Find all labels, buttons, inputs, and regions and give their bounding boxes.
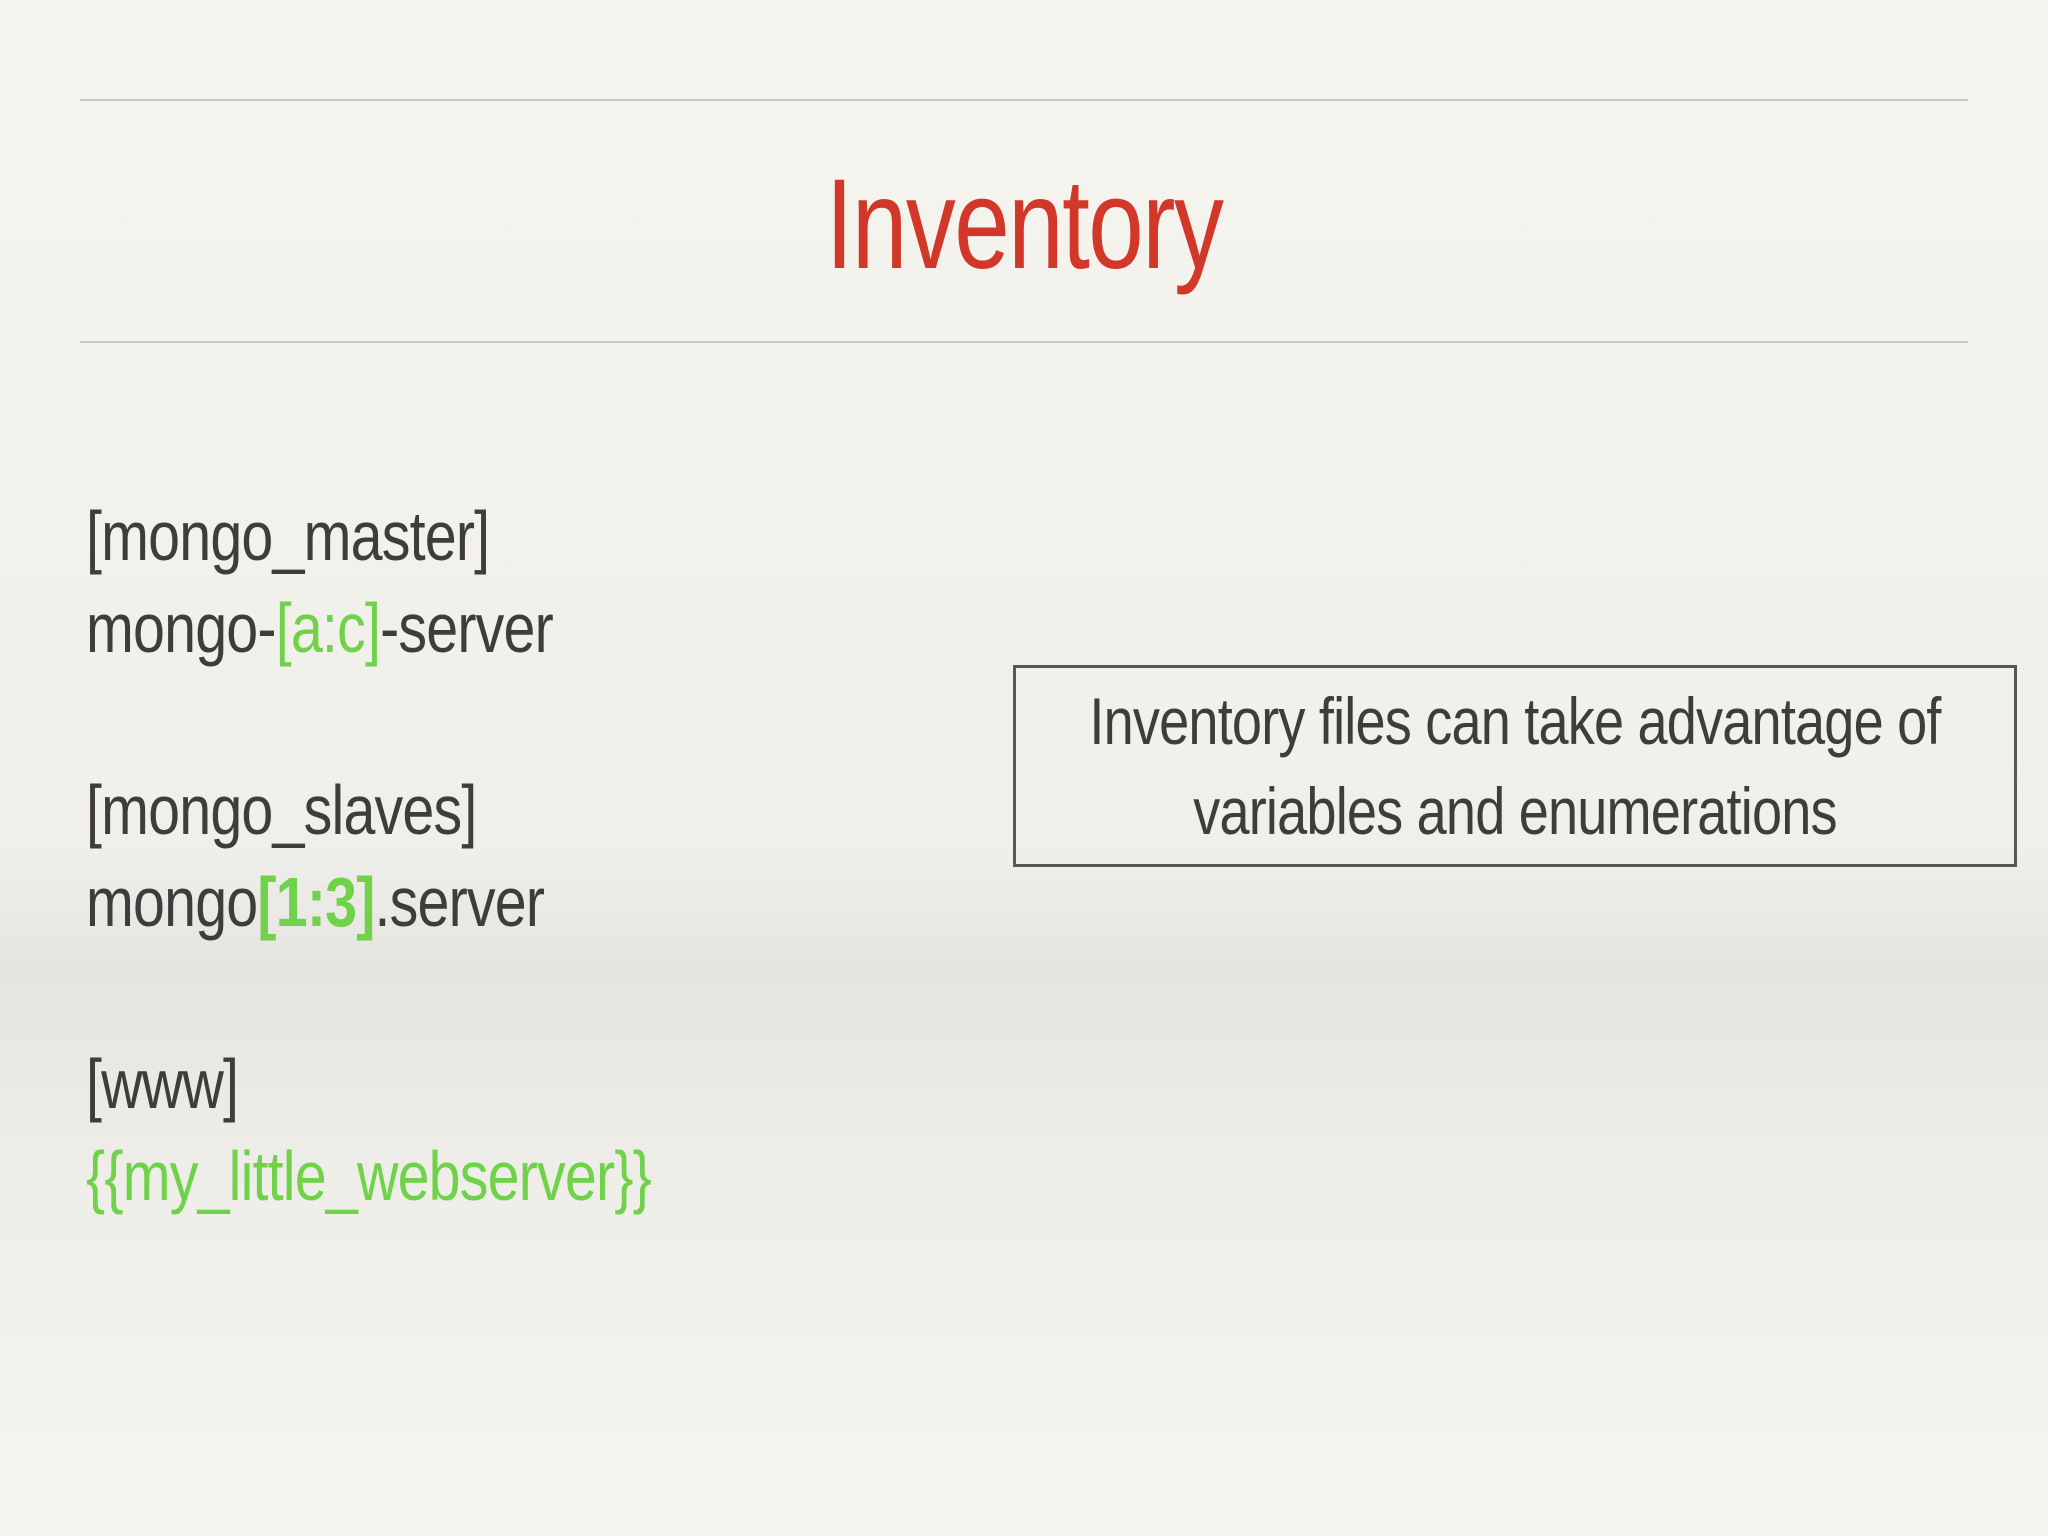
group-header-www: [www]	[86, 1045, 239, 1123]
host-suffix: -server	[380, 589, 554, 667]
host-range-letters: [a:c]	[275, 589, 381, 667]
host-range-numbers: [1:3]	[257, 863, 375, 941]
host-line-mongo-slaves: mongo[1:3].server	[86, 856, 651, 948]
slide-title: Inventory	[825, 153, 1224, 296]
title-divider	[80, 341, 1968, 343]
host-prefix: mongo	[86, 863, 258, 941]
inventory-code-block: [mongo_master] mongo-[a:c]-server [mongo…	[86, 490, 652, 1222]
group-header-mongo-slaves: [mongo_slaves]	[86, 771, 477, 849]
note-text: Inventory files can take advantage of va…	[1089, 684, 1941, 848]
host-line-mongo-master: mongo-[a:c]-server	[86, 582, 651, 674]
note-box: Inventory files can take advantage of va…	[1013, 665, 2017, 867]
top-divider	[80, 99, 1968, 101]
spacer	[86, 674, 651, 764]
host-variable-www: {{my_little_webserver}}	[86, 1137, 652, 1215]
host-prefix: mongo-	[86, 589, 277, 667]
host-suffix: .server	[374, 863, 546, 941]
spacer	[86, 948, 651, 1038]
group-header-mongo-master: [mongo_master]	[86, 497, 490, 575]
